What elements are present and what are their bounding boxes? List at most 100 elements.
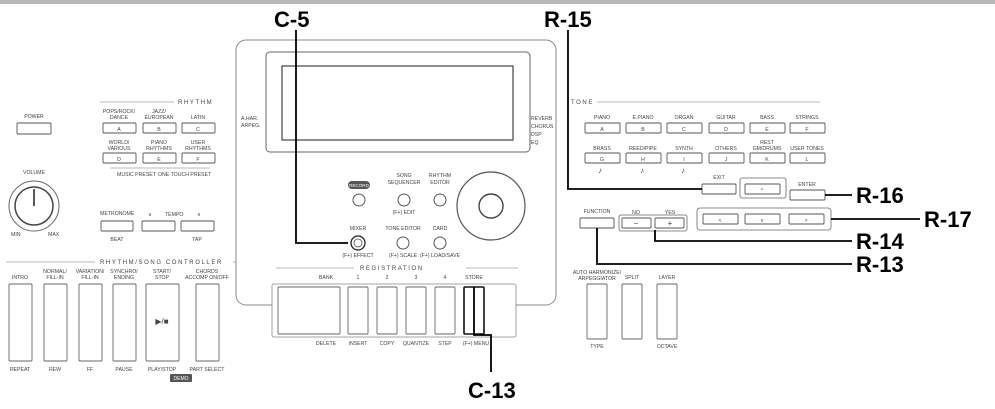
reg-1-pad[interactable]	[347, 286, 369, 335]
callout-r17: R-17	[924, 207, 972, 232]
cursor-up-button[interactable]	[744, 183, 781, 195]
no-yes-frame	[618, 214, 688, 232]
leader-c5	[295, 30, 348, 244]
rhythm-e-button[interactable]	[142, 152, 177, 164]
cursor-left-icon: <	[718, 218, 721, 224]
reg-3-pad[interactable]	[405, 286, 427, 335]
rhythm-e-key: E	[157, 157, 161, 163]
dial[interactable]	[478, 193, 504, 219]
rhythm-d-label: WORLD/	[109, 140, 130, 146]
tone-user-button[interactable]	[789, 152, 826, 164]
song-sequencer-button[interactable]	[397, 193, 411, 207]
rhythm-row-2: WORLD/ VARIOUS D PIANO RHYTHMS E USER RH…	[102, 140, 216, 164]
tone-bass-button[interactable]	[749, 122, 786, 134]
tempo-up-button[interactable]	[180, 220, 215, 232]
rhythm-a-button[interactable]	[102, 122, 137, 134]
cursor-right-button[interactable]	[788, 213, 825, 225]
rhythm-f-button[interactable]	[181, 152, 216, 164]
cursor-left-button[interactable]	[702, 213, 739, 225]
tempo-down-button[interactable]	[141, 220, 176, 232]
sequencer-label: SEQUENCER	[388, 180, 421, 186]
right-pads: AUTO HARMONIZE/ ARPEGGIATOR TYPE SPLIT L…	[573, 270, 678, 350]
reg-1-label: 1	[357, 275, 360, 281]
reg-copy-label: COPY	[380, 341, 395, 347]
cursor-right-icon: >	[804, 218, 807, 224]
tone-others-button[interactable]	[708, 152, 745, 164]
callout-c13: C-13	[468, 378, 516, 403]
tone-h-key: H	[641, 157, 645, 163]
callout-r16: R-16	[856, 183, 904, 208]
rhythm-f-label: USER	[191, 140, 206, 146]
registration-title: REGISTRATION	[360, 266, 424, 272]
rhythm-c-button[interactable]	[181, 122, 216, 134]
tone-strings-button[interactable]	[789, 122, 826, 134]
rhythm-d-button[interactable]	[102, 152, 137, 164]
callout-leaders	[295, 30, 920, 372]
controller-chords-label: CHORDS	[196, 269, 219, 275]
tone-g-key: G	[600, 157, 604, 163]
power-label: POWER	[24, 114, 44, 120]
rhythm-e-label: PIANO	[151, 140, 167, 146]
reg-bank-pad[interactable]	[277, 286, 341, 335]
enter-label: ENTER	[798, 182, 816, 188]
tone-epiano-button[interactable]	[625, 122, 662, 134]
power-button[interactable]	[16, 122, 52, 135]
record-button[interactable]	[352, 193, 366, 207]
tone-organ-button[interactable]	[666, 122, 703, 134]
controller-start-label: START/	[153, 269, 172, 275]
plus-button[interactable]	[654, 217, 685, 229]
layer-pad[interactable]	[656, 283, 678, 340]
no-label: NO	[632, 210, 640, 216]
rhythm-b-label: JAZZ/	[152, 109, 166, 115]
controller-normal-label2: FILL-IN	[46, 275, 64, 281]
metronome-button[interactable]	[100, 220, 134, 232]
tone-c-key: C	[682, 127, 686, 133]
rhythm-music-preset: MUSIC PRESET	[117, 172, 157, 178]
rhythm-b-button[interactable]	[142, 122, 177, 134]
synchro-ending-pad[interactable]	[112, 283, 137, 362]
top-rule	[0, 0, 995, 4]
layer-label: LAYER	[659, 275, 676, 281]
reg-2-pad[interactable]	[376, 286, 398, 335]
tone-piano-button[interactable]	[584, 122, 621, 134]
reg-2-label: 2	[386, 275, 389, 281]
card-button[interactable]	[433, 236, 447, 250]
rhythm-editor-label: RHYTHM	[429, 173, 451, 179]
function-label: FUNCTION	[584, 209, 611, 215]
tone-reedpipe-button[interactable]	[625, 152, 662, 164]
metronome-sub: BEAT	[110, 237, 124, 243]
minus-button[interactable]	[621, 217, 652, 229]
cursor-down-button[interactable]	[744, 213, 781, 225]
tone-f-key: F	[805, 127, 808, 133]
enter-button[interactable]	[789, 189, 826, 201]
auto-harmonize-pad[interactable]	[586, 283, 608, 340]
rhythm-editor-button[interactable]	[433, 193, 447, 207]
reg-quantize-label: QUANTIZE	[403, 341, 430, 347]
reg-step-label: STEP	[438, 341, 452, 347]
rhythm-c-key: C	[196, 127, 200, 133]
tone-l-key: L	[806, 157, 809, 163]
tone-user-label: USER TONES	[790, 146, 824, 152]
tone-guitar-button[interactable]	[708, 122, 745, 134]
start-stop-pad[interactable]	[145, 283, 180, 362]
reg-4-pad[interactable]	[434, 286, 456, 335]
tone-brass-button[interactable]	[584, 152, 621, 164]
normal-fill-pad[interactable]	[43, 283, 68, 362]
tone-synth-button[interactable]	[666, 152, 703, 164]
auto-harmonize-label: AUTO HARMONIZE/	[573, 270, 622, 276]
tone-gmdrums-label: GM/DRUMS	[753, 146, 782, 152]
tone-gmdrums-button[interactable]	[749, 152, 786, 164]
type-label: TYPE	[590, 344, 604, 350]
play-stop-icon: ▶/■	[155, 317, 168, 326]
function-button[interactable]	[579, 217, 615, 229]
chords-accomp-pad[interactable]	[195, 283, 220, 362]
reg-3-label: 3	[415, 275, 418, 281]
split-pad[interactable]	[621, 283, 643, 340]
tone-editor-button[interactable]	[396, 236, 410, 250]
variation-fill-pad[interactable]	[78, 283, 103, 362]
intro-pad[interactable]	[8, 283, 33, 362]
display-right-2: CHORUS	[531, 124, 554, 130]
exit-button[interactable]	[701, 183, 737, 195]
leader-c13	[473, 287, 492, 372]
